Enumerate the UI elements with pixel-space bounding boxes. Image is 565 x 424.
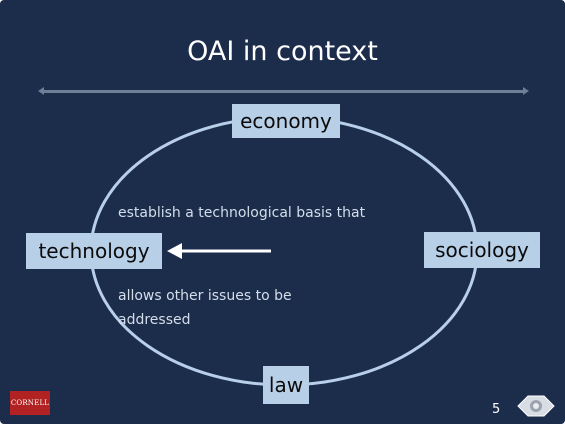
node-sociology: sociology — [424, 232, 540, 268]
caption-lower: allows other issues to be addressed — [118, 288, 292, 328]
node-law: law — [263, 366, 309, 404]
slide-title: OAI in context — [187, 36, 378, 67]
cornell-logo: CORNELL — [10, 391, 50, 415]
page-number: 5 — [492, 402, 501, 417]
caption-upper: establish a technological basis that — [118, 205, 366, 221]
eye-nav-icon[interactable] — [516, 393, 556, 419]
node-technology: technology — [26, 233, 162, 269]
title-divider — [42, 90, 524, 93]
divider-right-cap — [523, 87, 529, 95]
node-economy: economy — [232, 104, 340, 138]
divider-left-cap — [38, 87, 44, 95]
left-arrow-icon — [167, 243, 271, 259]
